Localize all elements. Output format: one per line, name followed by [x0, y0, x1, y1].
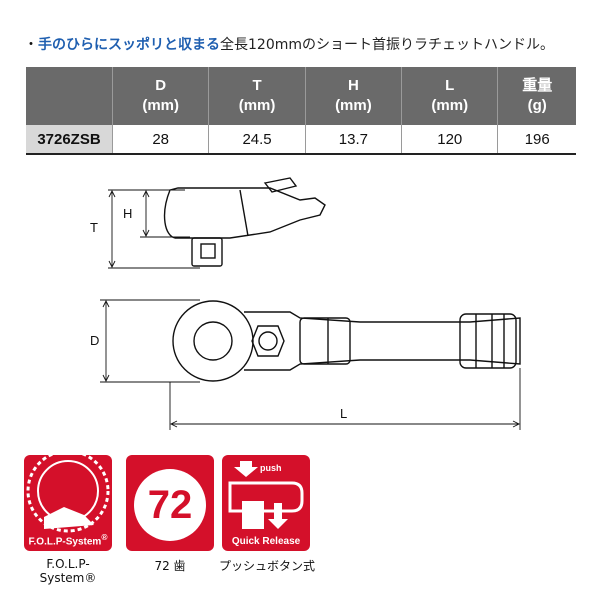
bullet: ・	[24, 37, 38, 53]
teeth-caption: 72 歯	[154, 559, 186, 573]
value-weight: 196	[497, 125, 576, 155]
spec-header-d: D(mm)	[111, 67, 209, 125]
model-number: 3726ZSB	[26, 125, 113, 155]
value-h: 13.7	[304, 125, 402, 155]
quick-release-label: Quick Release	[231, 536, 301, 547]
folp-system-badge: F.O.L.P-System®	[24, 455, 112, 551]
value-d: 28	[111, 125, 209, 155]
headline: ・手のひらにスッポリと収まる全長120mmのショート首振りラチェットハンドル。	[24, 34, 554, 54]
dim-label-t: T	[90, 220, 98, 235]
folp-label: F.O.L.P-System®	[28, 531, 108, 547]
dim-label-d: D	[90, 333, 99, 348]
table-row: 3726ZSB 28 24.5 13.7 120 196	[26, 125, 576, 155]
dim-label-h: H	[123, 206, 132, 221]
spec-header-t: T(mm)	[208, 67, 306, 125]
spec-header-row: D(mm) T(mm) H(mm) L(mm) 重量(g)	[26, 67, 576, 125]
spec-header-h: H(mm)	[304, 67, 402, 125]
spec-header-l: L(mm)	[401, 67, 498, 125]
push-button-icon: push	[228, 461, 304, 529]
side-view	[108, 177, 326, 269]
top-view	[100, 299, 521, 430]
release-caption: プッシュボタン式	[218, 559, 315, 573]
quick-release-badge: push Quick Release	[222, 455, 310, 551]
value-t: 24.5	[208, 125, 306, 155]
spec-header-weight: 重量(g)	[497, 67, 576, 125]
headline-rest: 全長120mmのショート首振りラチェットハンドル。	[220, 37, 554, 53]
teeth-number: 72	[134, 469, 206, 541]
push-label: push	[260, 463, 282, 473]
value-l: 120	[401, 125, 498, 155]
dim-label-l: L	[340, 406, 347, 421]
spec-header-blank	[26, 67, 113, 125]
teeth-badge: 72	[126, 455, 214, 551]
gear-icon	[26, 455, 110, 533]
folp-caption: F.O.L.P-System®	[39, 557, 97, 585]
spec-table: D(mm) T(mm) H(mm) L(mm) 重量(g) 3726ZSB 28…	[26, 67, 576, 155]
headline-highlight: 手のひらにスッポリと収まる	[38, 37, 220, 53]
